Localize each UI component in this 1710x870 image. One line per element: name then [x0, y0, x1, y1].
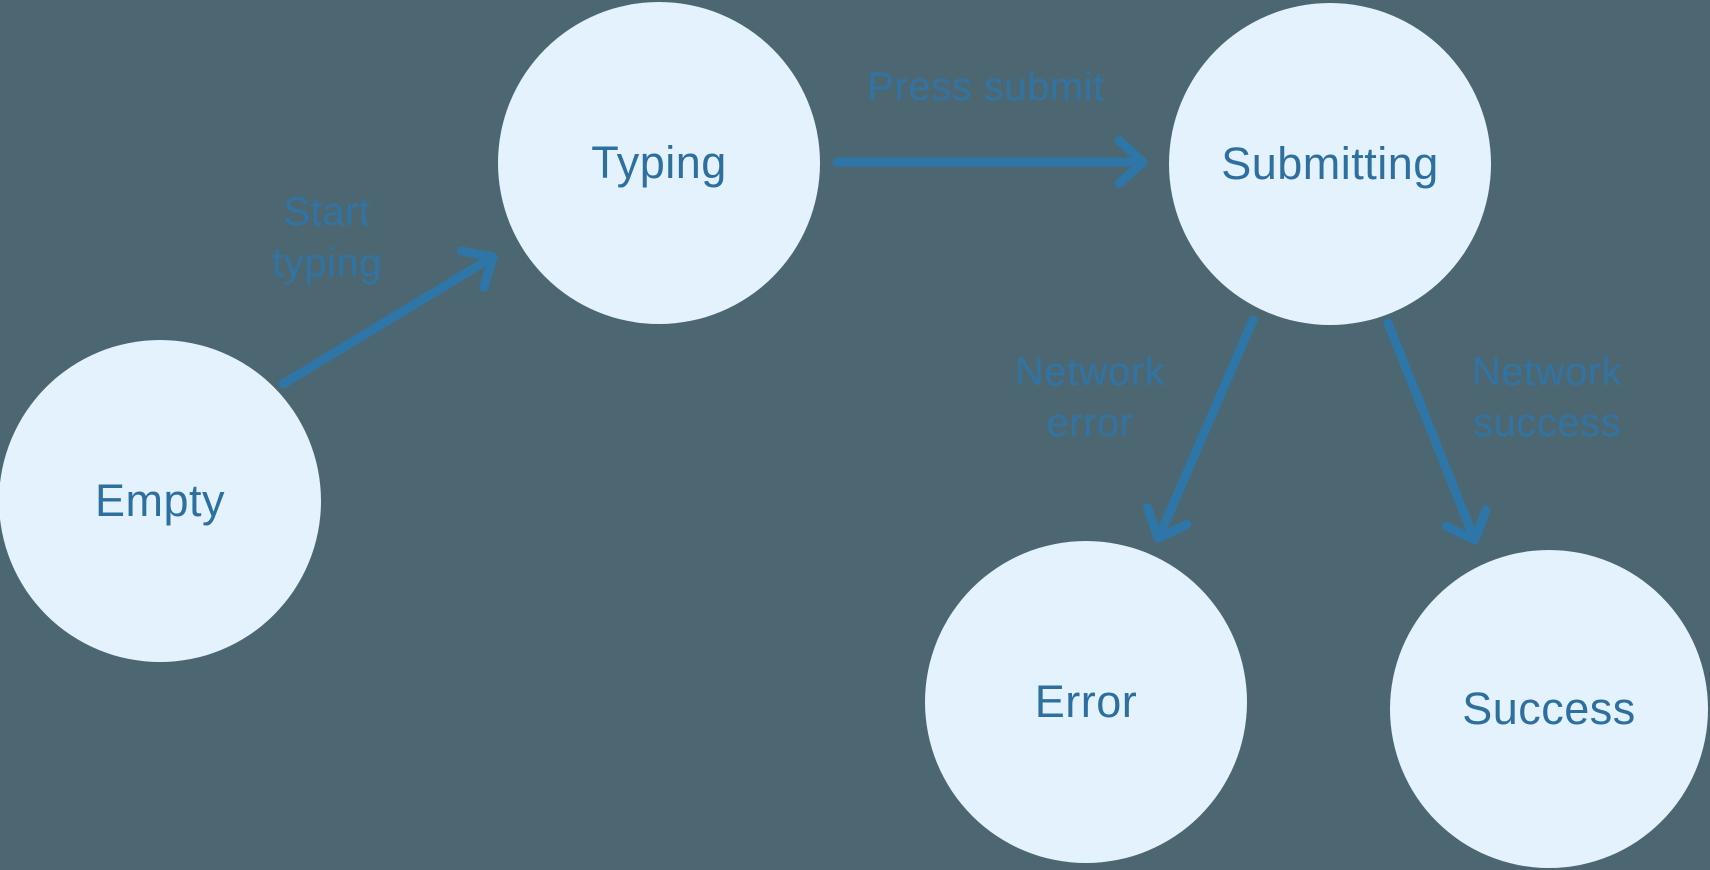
- state-node-submitting: Submitting: [1169, 3, 1491, 325]
- state-node-success: Success: [1390, 550, 1708, 868]
- state-label-error: Error: [1034, 676, 1138, 727]
- state-node-error: Error: [925, 541, 1247, 863]
- transition-label-start-typing: Start typing: [272, 190, 382, 285]
- arrow-press-submit-icon: [832, 136, 1148, 188]
- arrow-network-success-icon: [1383, 318, 1491, 545]
- arrow-network-error-icon: [1143, 315, 1258, 543]
- state-label-success: Success: [1462, 683, 1636, 734]
- state-node-empty: Empty: [0, 340, 321, 662]
- transition-label-network-success: Network success: [1471, 350, 1623, 445]
- state-node-typing: Typing: [498, 2, 820, 324]
- transition-label-press-submit: Press submit: [867, 65, 1105, 109]
- arrow-start-typing-icon: [278, 246, 498, 389]
- transition-label-network-error: Network error: [1014, 350, 1166, 445]
- state-label-empty: Empty: [94, 475, 226, 526]
- state-label-submitting: Submitting: [1221, 138, 1439, 189]
- state-label-typing: Typing: [591, 137, 727, 188]
